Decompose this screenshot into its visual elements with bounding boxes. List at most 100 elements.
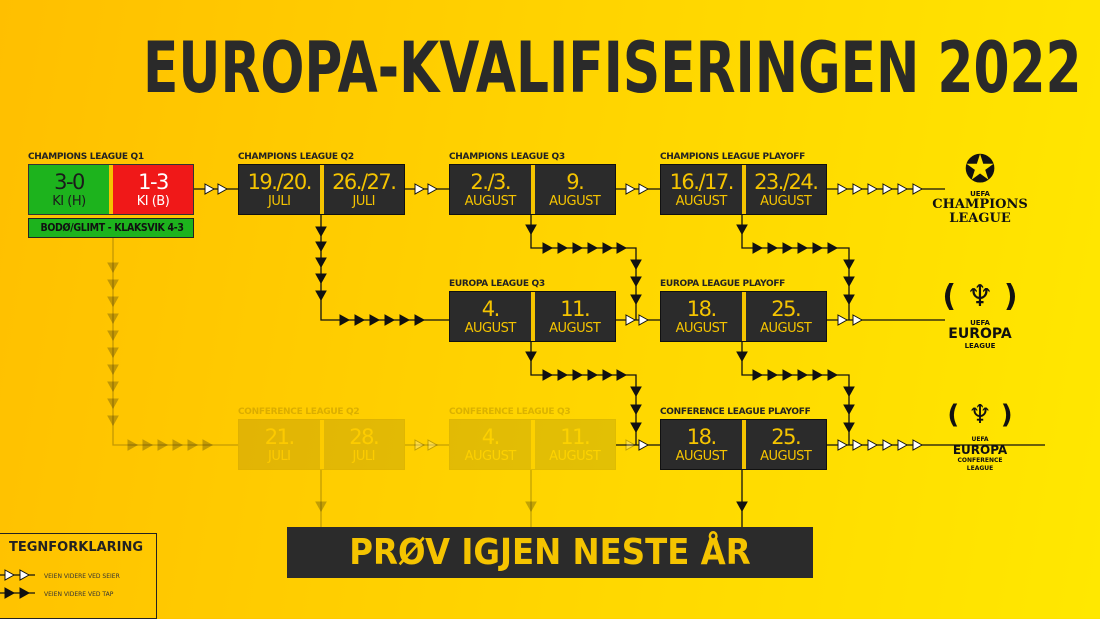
- el_q3-dates: 4.AUGUST 11.AUGUST: [449, 291, 616, 342]
- arrow-win-icon: [625, 439, 637, 451]
- first-leg: 18.AUGUST: [661, 420, 742, 469]
- uecl_po-label: CONFERENCE LEAGUE PLAYOFF: [660, 407, 811, 417]
- arrow-loss-icon: [736, 224, 748, 236]
- arrow-loss-icon: [107, 279, 119, 291]
- first-leg: 19./20.JULI: [239, 165, 320, 214]
- arrow-win-icon: [912, 439, 924, 451]
- arrow-loss-icon: [542, 369, 554, 381]
- arrow-loss-icon: [630, 294, 642, 306]
- cl_po-dates: 16./17.AUGUST 23./24.AUGUST: [660, 164, 827, 215]
- arrow-loss-icon: [797, 242, 809, 254]
- arrow-win-icon: [852, 314, 864, 326]
- arrow-loss-icon: [315, 226, 327, 238]
- first-leg-month: AUGUST: [675, 194, 728, 209]
- first-leg-date: 21.: [264, 425, 295, 449]
- second-leg-month: AUGUST: [760, 194, 812, 209]
- aggregate-text: BODØ/GLIMT - KLAKSVIK 4-3: [40, 221, 184, 234]
- arrow-loss-icon: [369, 314, 381, 326]
- conference-league-logo: ( ♆ ) UEFA EUROPA CONFERENCE LEAGUE: [925, 395, 1035, 473]
- cl_q2-dates: 19./20.JULI 26./27.JULI: [238, 164, 405, 215]
- arrow-loss-icon: [315, 273, 327, 285]
- europa-league-logo: ( ♆ ) UEFA EUROPA LEAGUE: [925, 275, 1035, 350]
- arrow-loss-icon: [557, 369, 569, 381]
- second-leg-month: AUGUST: [760, 321, 812, 336]
- trophy-icon: ( ♆ ): [947, 400, 1013, 430]
- arrow-loss-icon: [630, 386, 642, 398]
- first-leg: 18.AUGUST: [661, 292, 742, 341]
- uecl_q2-dates: 21.JULI 28.JULI: [238, 419, 405, 470]
- legend: TEGNFORKLARING VEIEN VIDERE VED SEIER VE…: [0, 533, 157, 619]
- cl-q1-label: CHAMPIONS LEAGUE Q1: [28, 152, 144, 162]
- arrow-loss-icon: [616, 242, 628, 254]
- second-leg-date: 28.: [349, 425, 379, 449]
- first-leg-month: JULI: [268, 194, 291, 209]
- first-leg-date: 19./20.: [247, 170, 313, 194]
- first-leg-date: 2./3.: [470, 170, 511, 194]
- arrow-win-icon: [204, 183, 216, 195]
- second-leg-date: 23./24.: [754, 170, 819, 194]
- arrow-loss-icon: [843, 294, 855, 306]
- arrow-loss-icon: [315, 257, 327, 269]
- first-leg-month: AUGUST: [675, 321, 728, 336]
- uecl_q3-dates: 4.AUGUST 11.AUGUST: [449, 419, 616, 470]
- starball-icon: ✪: [964, 147, 996, 191]
- first-leg: 4.AUGUST: [450, 420, 531, 469]
- arrow-loss-icon: [630, 276, 642, 288]
- second-leg: 23./24.AUGUST: [746, 165, 827, 214]
- arrow-loss-icon: [187, 439, 199, 451]
- arrow-loss-icon: [812, 369, 824, 381]
- cl_po-label: CHAMPIONS LEAGUE PLAYOFF: [660, 152, 806, 162]
- arrow-loss-icon: [315, 501, 327, 513]
- arrow-win-icon: [897, 183, 909, 195]
- legend-loss: VEIEN VIDERE VED TAP: [44, 591, 114, 598]
- arrow-loss-icon: [767, 242, 779, 254]
- arrow-loss-icon: [843, 386, 855, 398]
- retry-text: PRØV IGJEN NESTE ÅR: [349, 532, 751, 573]
- arrow-loss-icon: [107, 364, 119, 376]
- arrow-loss-icon: [107, 313, 119, 325]
- arrow-loss-icon: [542, 242, 554, 254]
- first-leg-month: AUGUST: [464, 194, 517, 209]
- second-leg: 26./27.JULI: [324, 165, 405, 214]
- arrow-loss-icon: [827, 242, 839, 254]
- second-leg: 11.AUGUST: [535, 292, 616, 341]
- cl_q3-label: CHAMPIONS LEAGUE Q3: [449, 152, 565, 162]
- arrow-loss-icon: [827, 369, 839, 381]
- champions-league-logo: ✪ UEFA CHAMPIONS LEAGUE: [925, 148, 1035, 226]
- arrow-loss-icon: [127, 439, 139, 451]
- arrow-loss-icon: [107, 330, 119, 342]
- arrow-win-icon: [427, 183, 439, 195]
- cl_q3-dates: 2./3.AUGUST 9.AUGUST: [449, 164, 616, 215]
- first-leg-date: 18.: [686, 425, 717, 449]
- arrow-win-icon: [638, 183, 650, 195]
- first-leg-date: 4.: [481, 297, 501, 321]
- arrow-loss-icon: [797, 369, 809, 381]
- trophy-icon: ( ♆ ): [942, 279, 1018, 314]
- arrow-loss-icon: [399, 314, 411, 326]
- arrow-win-icon: [414, 183, 426, 195]
- arrow-win-icon: [625, 183, 637, 195]
- arrow-win-icon: [897, 439, 909, 451]
- arrow-loss-icon: [587, 369, 599, 381]
- second-leg: 9.AUGUST: [535, 165, 616, 214]
- arrow-loss-icon: [107, 296, 119, 308]
- arrow-loss-icon: [384, 314, 396, 326]
- first-leg-month: AUGUST: [675, 449, 728, 464]
- arrow-loss-icon: [354, 314, 366, 326]
- arrow-loss-icon: [107, 398, 119, 410]
- arrow-win-icon: [852, 183, 864, 195]
- first-leg-month: AUGUST: [464, 321, 517, 336]
- first-leg-month: AUGUST: [464, 449, 517, 464]
- arrow-loss-icon: [736, 351, 748, 363]
- arrow-loss-icon: [172, 439, 184, 451]
- arrow-loss-icon: [843, 422, 855, 434]
- arrow-loss-icon: [782, 242, 794, 254]
- uecl_po-dates: 18.AUGUST 25.AUGUST: [660, 419, 827, 470]
- arrow-win-icon: [638, 314, 650, 326]
- arrow-loss-icon: [107, 415, 119, 427]
- el_po-label: EUROPA LEAGUE PLAYOFF: [660, 279, 786, 289]
